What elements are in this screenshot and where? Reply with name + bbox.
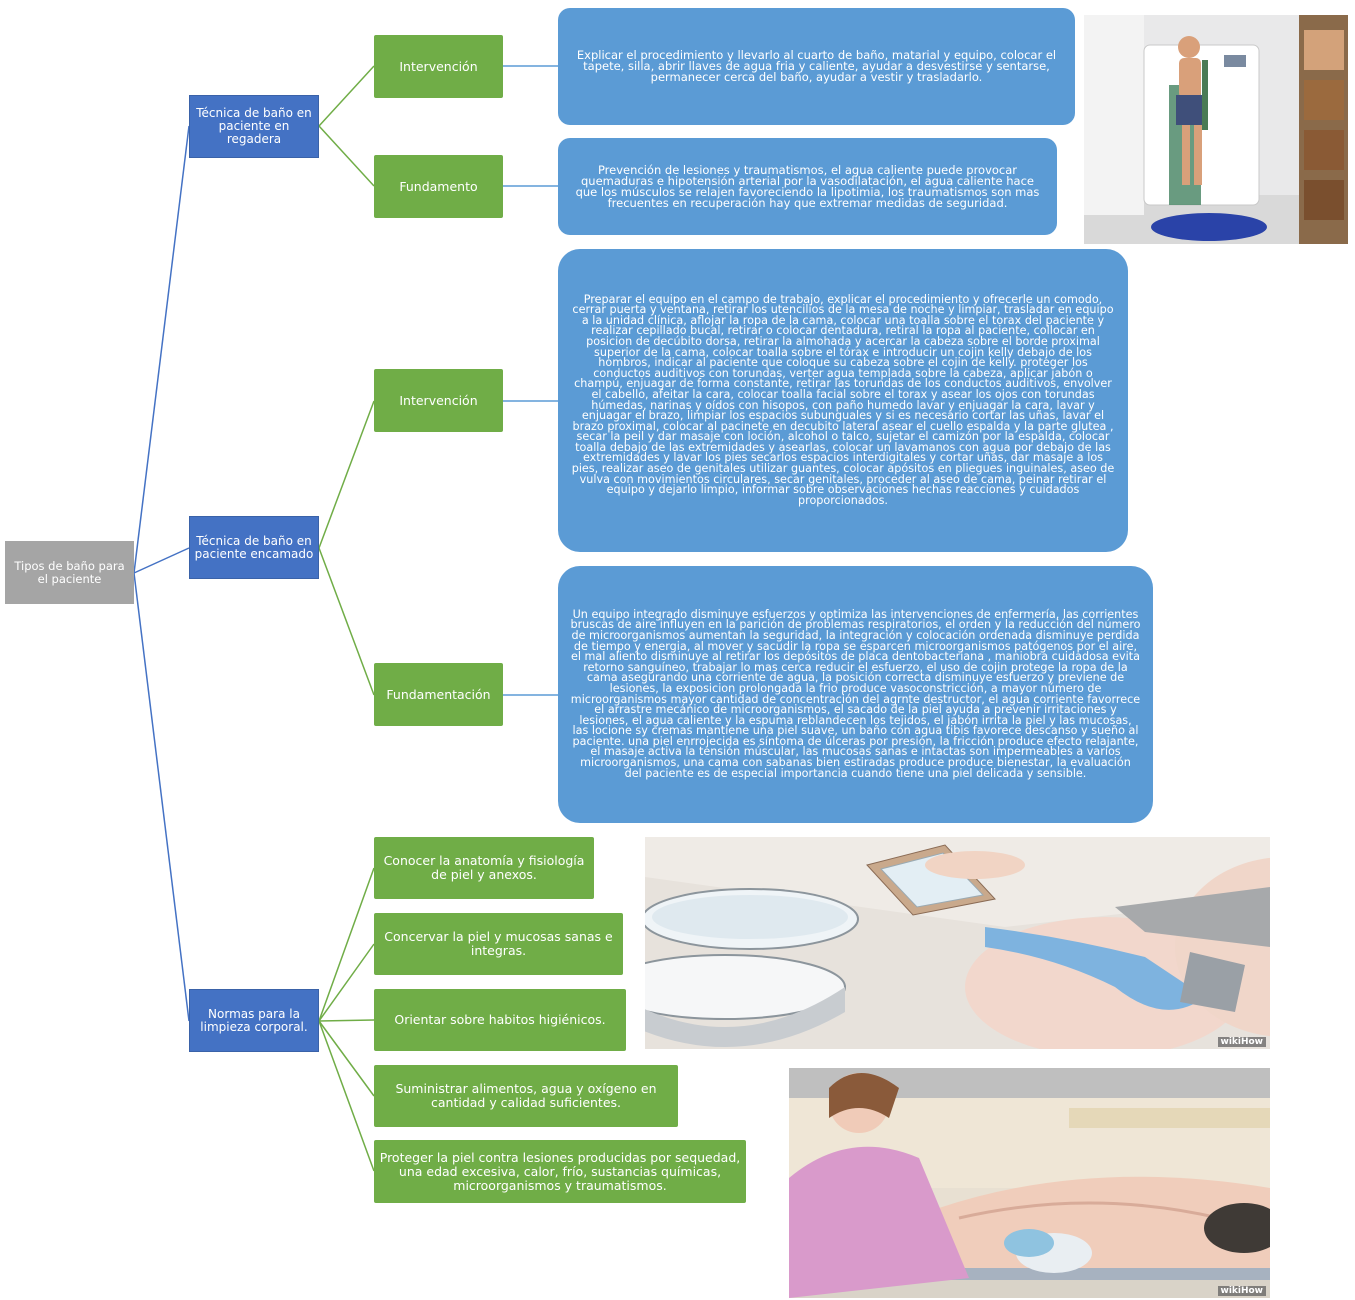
root-node: Tipos de baño para el paciente [5,541,134,604]
text-regadera-fundamento: Prevención de lesiones y traumatismos, e… [558,138,1057,235]
text-encamado-fundamentacion: Un equipo integrado disminuye esfuerzos … [558,566,1153,823]
node-encamado-fundamentacion: Fundamentación [374,663,503,726]
watermark-wikihow: wikiHow [1217,1037,1266,1047]
node-norma-2: Concervar la piel y mucosas sanas e inte… [374,913,623,975]
node-normas-limpieza: Normas para la limpieza corporal. [189,989,319,1052]
photo-nurse-back-wash: wikiHow [789,1068,1270,1298]
watermark-wikihow-2: wikiHow [1217,1286,1266,1296]
node-regadera-intervencion: Intervención [374,35,503,98]
node-norma-1: Conocer la anatomía y fisiología de piel… [374,837,594,899]
node-banio-encamado: Técnica de baño en paciente encamado [189,516,319,579]
photo-bathroom-shower [1084,15,1348,244]
node-norma-4: Suministrar alimentos, agua y oxígeno en… [374,1065,678,1127]
node-norma-5: Proteger la piel contra lesiones produci… [374,1140,746,1203]
photo-basins-illustration: wikiHow [645,837,1270,1049]
node-regadera-fundamento: Fundamento [374,155,503,218]
text-regadera-intervencion: Explicar el procedimiento y llevarlo al … [558,8,1075,125]
node-norma-3: Orientar sobre habitos higiénicos. [374,989,626,1051]
node-encamado-intervencion: Intervención [374,369,503,432]
node-banio-regadera: Técnica de baño en paciente en regadera [189,95,319,158]
text-encamado-intervencion: Preparar el equipo en el campo de trabaj… [558,249,1128,552]
